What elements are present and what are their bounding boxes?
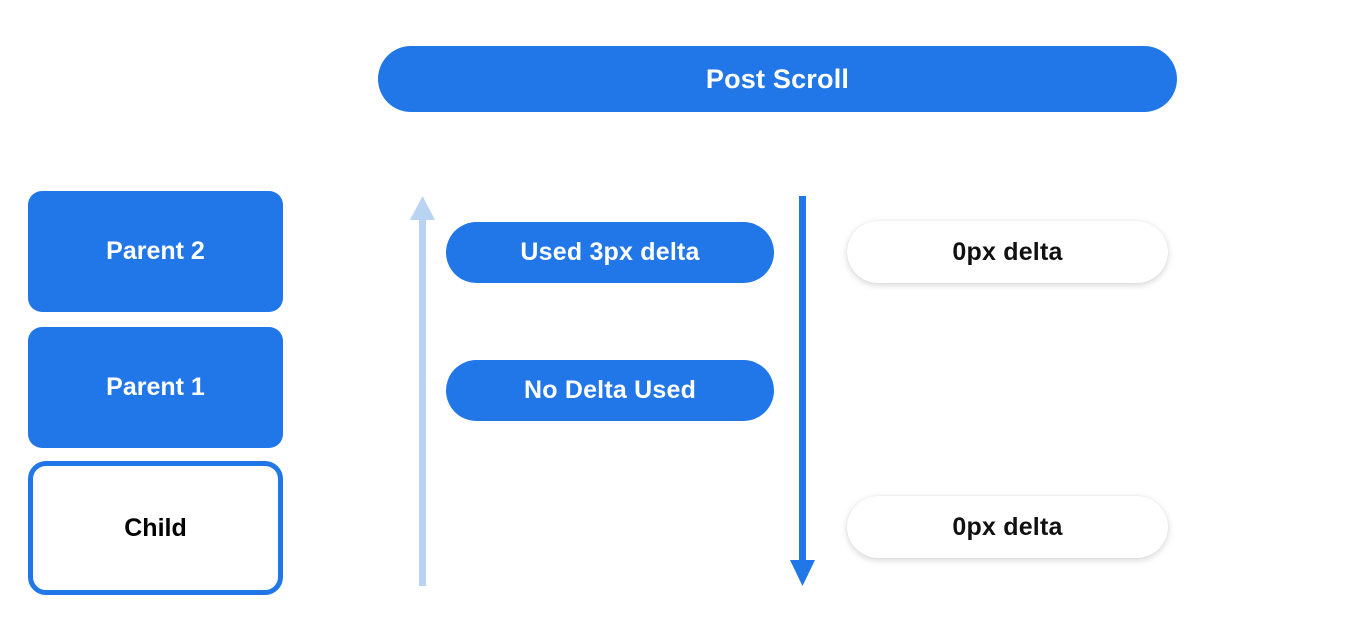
pill-zero-delta-bottom-label: 0px delta <box>952 512 1063 541</box>
pill-used-3px-delta-label: Used 3px delta <box>520 238 700 266</box>
node-box-parent-2-label: Parent 2 <box>106 237 205 265</box>
pill-used-3px-delta: Used 3px delta <box>446 222 774 283</box>
node-box-parent-1-label: Parent 1 <box>106 373 205 401</box>
post-scroll-header-pill: Post Scroll <box>378 46 1177 112</box>
post-scroll-header-label: Post Scroll <box>705 63 850 94</box>
scroll-up-arrow-icon <box>410 196 435 586</box>
node-box-child-label: Child <box>124 513 187 542</box>
pill-no-delta-used-label: No Delta Used <box>523 376 697 404</box>
node-box-child: Child <box>28 461 283 595</box>
pill-no-delta-used: No Delta Used <box>446 360 774 421</box>
pill-zero-delta-bottom: 0px delta <box>847 496 1168 558</box>
pill-zero-delta-top: 0px delta <box>847 221 1168 283</box>
node-box-parent-2: Parent 2 <box>28 191 283 312</box>
node-box-parent-1: Parent 1 <box>28 327 283 448</box>
pill-zero-delta-top-label: 0px delta <box>952 237 1063 266</box>
scroll-down-arrow-icon <box>790 196 815 586</box>
